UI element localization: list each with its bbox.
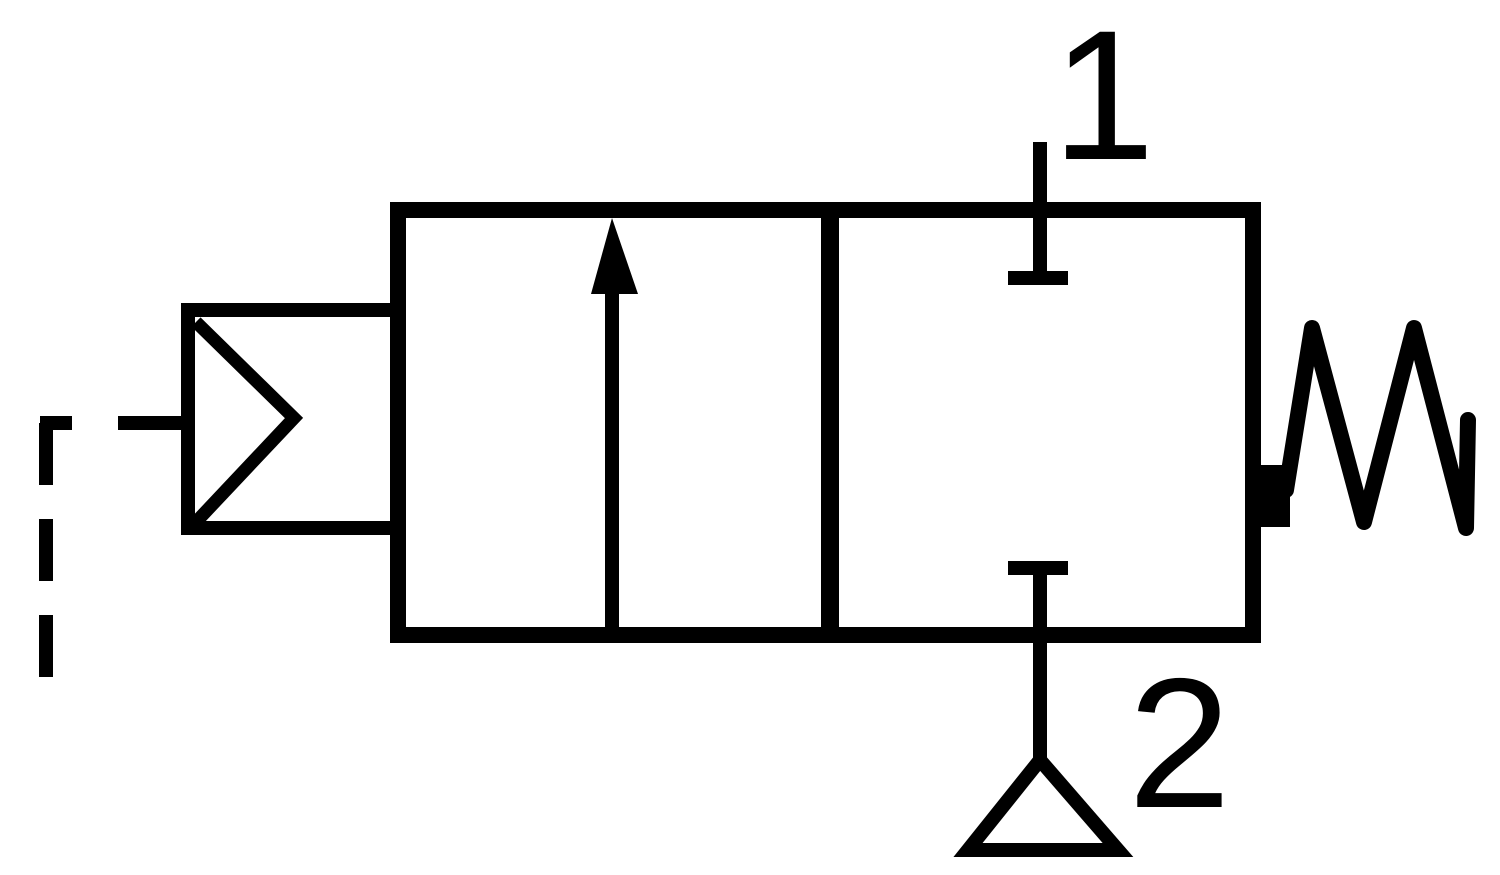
flow-arrow-icon	[591, 218, 638, 635]
pilot-line	[39, 416, 186, 678]
pilot-actuator-icon	[181, 303, 405, 535]
blocked-port-icon	[1008, 142, 1068, 760]
spring-return-icon	[1250, 320, 1476, 536]
port-label-1: 1	[1052, 0, 1155, 199]
valve-body	[390, 202, 1261, 643]
port-label-2: 2	[1128, 641, 1231, 847]
exhaust-triangle-icon	[953, 749, 1134, 857]
